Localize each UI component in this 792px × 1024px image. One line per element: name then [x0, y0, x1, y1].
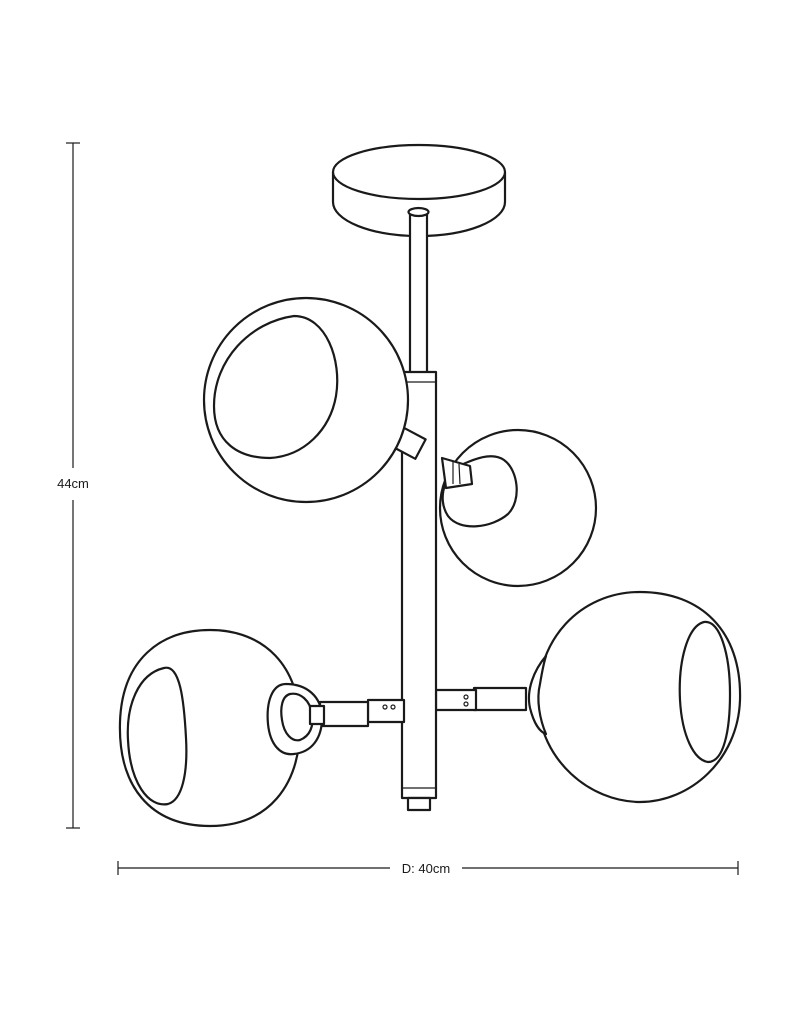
globe-lower-left — [118, 628, 406, 828]
diameter-label: D: 40cm — [402, 861, 450, 876]
diameter-dimension: D: 40cm — [117, 861, 739, 876]
globe-lower-right — [434, 590, 742, 804]
globe-upper-left — [202, 296, 427, 504]
globe-upper-right — [438, 428, 598, 588]
height-dimension: 44cm — [57, 142, 89, 829]
height-label: 44cm — [57, 476, 89, 491]
stem-upper — [407, 206, 430, 376]
